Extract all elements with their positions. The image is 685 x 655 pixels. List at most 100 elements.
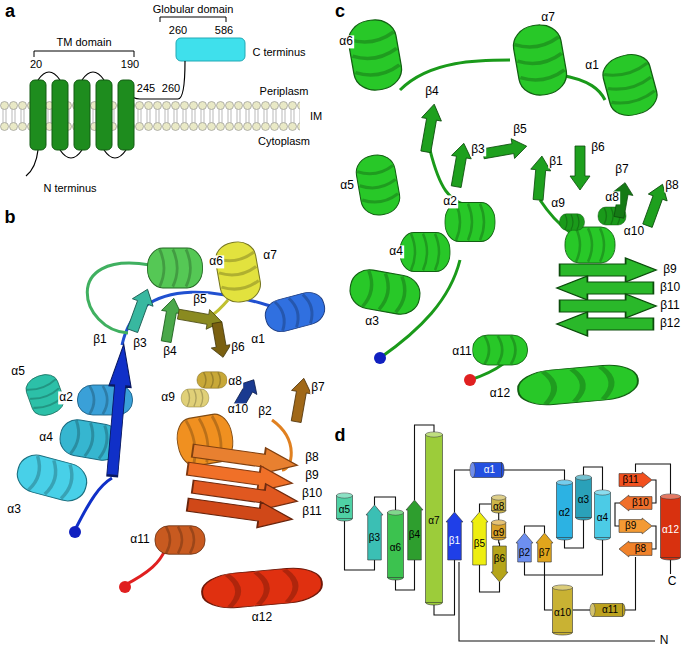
helix [510, 21, 569, 98]
strand-arrow-shape [471, 512, 488, 565]
sse-label: β11 [301, 505, 322, 518]
coil [125, 550, 165, 585]
sse-label: β7 [310, 381, 326, 394]
topology-connector [545, 562, 553, 610]
cylinder-cap [557, 480, 573, 485]
sse-label: α3 [6, 503, 22, 516]
sse-label: α9 [160, 391, 176, 404]
helix [197, 372, 227, 389]
helix [148, 248, 203, 288]
strand-arrow: β8 [619, 541, 652, 557]
helix-cylinder: α3 [575, 475, 592, 520]
sse-label: α3 [364, 315, 380, 328]
helix [13, 451, 90, 505]
cylinder-highlight [576, 475, 592, 480]
sse-label: α2 [58, 391, 74, 404]
helix-cylinder: α9 [491, 520, 506, 540]
element-label: α12 [662, 525, 679, 535]
strand-arrow-shape [536, 533, 553, 562]
sse-label: β9 [304, 469, 320, 482]
n-terminus-sphere [69, 526, 81, 538]
cylinder-cap [492, 495, 506, 500]
topology-connector [652, 526, 656, 549]
sse-label: β4 [162, 345, 178, 358]
strand [570, 146, 590, 190]
helix [599, 50, 661, 120]
strand-arrow: β3 [366, 505, 383, 560]
strand-arrow-shape [406, 500, 423, 560]
sse-label: α6 [338, 35, 354, 48]
n-terminal-line [459, 562, 655, 641]
sse-label: α4 [388, 245, 404, 258]
sse-label: α1 [250, 333, 266, 346]
cylinder-cap [576, 475, 592, 480]
residue-number: 260 [168, 24, 188, 36]
cylinder-highlight [590, 604, 595, 617]
cylinder-highlight [470, 463, 475, 478]
cylinder-cap [595, 490, 611, 495]
cylinder-highlight [661, 494, 681, 499]
helix-cylinder: α1 [470, 462, 504, 478]
element-label: α1 [484, 465, 495, 475]
sse-label: α8 [604, 191, 620, 204]
helix [347, 267, 423, 318]
element-label: β9 [625, 521, 636, 531]
strand-arrow: β5 [471, 512, 488, 565]
topology-connector [504, 470, 565, 480]
topology-connector [573, 609, 590, 610]
cylinder-highlight [595, 490, 611, 495]
sse-label: α5 [10, 365, 26, 378]
element-label: β3 [369, 533, 380, 543]
sse-label: β3 [132, 337, 148, 350]
cylinder-cap [661, 494, 681, 499]
c-terminal-line [670, 560, 671, 574]
sse-label: α10 [623, 225, 645, 238]
domain-label: TM domain [55, 36, 112, 48]
globular-domain-box [176, 38, 245, 61]
element-label: α8 [493, 502, 504, 512]
sse-label: β6 [590, 141, 606, 154]
sse-label: α6 [208, 255, 224, 268]
sse-label: β6 [230, 341, 246, 354]
tm-helix [96, 80, 112, 150]
domain-label: Globular domain [152, 3, 235, 15]
sse-label: β8 [664, 179, 680, 192]
strand-arrow: β6 [491, 546, 508, 582]
helix-cylinder: α11 [590, 603, 625, 617]
sse-label: β2 [257, 405, 273, 418]
helix [354, 152, 403, 218]
sse-label: β5 [192, 293, 208, 306]
element-label: α4 [597, 513, 608, 523]
compartment-label: Cytoplasm [257, 135, 311, 147]
membrane-label: IM [309, 110, 323, 122]
element-label: β6 [494, 554, 505, 564]
terminus-label: N terminus [42, 182, 97, 194]
cylinder-cap [388, 510, 404, 515]
sse-label: α4 [38, 431, 54, 444]
helix [400, 233, 450, 272]
strand [186, 492, 294, 532]
helix-cylinder: α6 [387, 510, 404, 580]
sse-label: β3 [470, 143, 486, 156]
strand [560, 294, 657, 318]
element-shape [491, 546, 508, 582]
domain-bracket [34, 51, 134, 57]
cylinder-highlight [492, 495, 506, 500]
strand [122, 286, 158, 335]
sse-label: α12 [251, 611, 273, 624]
sse-label: β10 [301, 487, 323, 500]
element-label: α7 [428, 516, 439, 526]
cylinder-highlight [492, 520, 506, 525]
topology-connector [480, 504, 492, 512]
sse-label: α11 [451, 345, 472, 358]
cylinder-highlight [388, 510, 404, 515]
strand-arrow: β4 [406, 500, 423, 560]
strand-arrow-shape [516, 533, 533, 562]
strand-arrow-shape [446, 512, 463, 560]
sse-label: α11 [129, 533, 150, 546]
strand-arrow-shape [619, 518, 652, 534]
strand-arrow-shape [619, 541, 652, 557]
n-terminal-tail [26, 150, 38, 176]
element-label: β4 [409, 530, 420, 540]
